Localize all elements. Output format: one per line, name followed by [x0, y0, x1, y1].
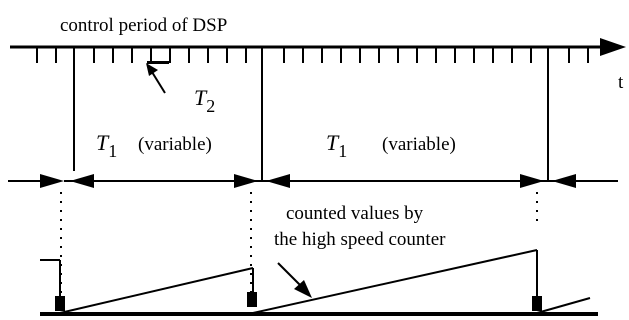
t2-letter: T [194, 85, 208, 110]
t1-label-first: T1 [96, 130, 117, 161]
t2-subscript: 2 [206, 96, 215, 116]
t1-first-letter: T [96, 130, 110, 155]
counter-pointer-arrow [277, 262, 301, 286]
t2-pointer-arrow [151, 71, 166, 94]
t1-second-letter: T [326, 130, 340, 155]
t2-pointer-arrowhead-icon [146, 63, 158, 76]
control-period-ticks [36, 47, 589, 63]
control-period-label: control period of DSP [60, 15, 227, 36]
counted-values-label-line1: counted values by [286, 203, 424, 224]
t2-label: T2 [194, 85, 215, 116]
counter-pointer-arrowhead-icon [294, 280, 312, 298]
time-axis-label: t [618, 72, 624, 93]
variable-label-first: (variable) [138, 134, 212, 155]
counter-sawtooth [40, 249, 591, 314]
sample-marker-2 [247, 292, 257, 307]
interval-dimension-line [8, 174, 618, 188]
variable-label-second: (variable) [382, 134, 456, 155]
t1-label-second: T1 [326, 130, 347, 161]
t1-first-subscript: 1 [108, 141, 117, 161]
sample-marker-3 [532, 296, 542, 311]
t1-second-subscript: 1 [338, 141, 347, 161]
sample-marker-1 [55, 296, 65, 311]
time-axis [10, 38, 626, 56]
counted-values-label-line2: the high speed counter [274, 229, 446, 250]
t2-bracket [147, 61, 169, 64]
time-axis-arrowhead-icon [600, 38, 626, 56]
